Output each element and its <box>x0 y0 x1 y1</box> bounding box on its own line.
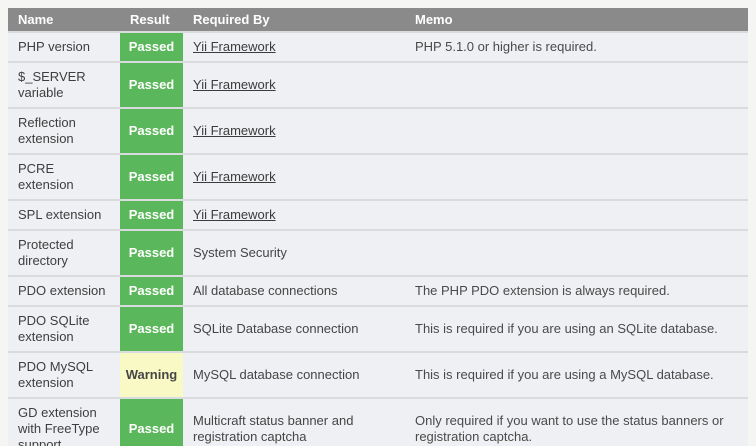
required-by-text: All database connections <box>193 283 338 298</box>
table-row: SPL extension Passed Yii Framework <box>8 200 748 230</box>
memo-cell <box>405 230 748 276</box>
required-by-cell: Yii Framework <box>183 32 405 62</box>
required-by-link[interactable]: Yii Framework <box>193 207 276 222</box>
memo-cell: This is required if you are using a MySQ… <box>405 352 748 398</box>
required-by-cell: Multicraft status banner and registratio… <box>183 398 405 446</box>
required-by-cell: Yii Framework <box>183 154 405 200</box>
header-result: Result <box>120 8 183 32</box>
memo-cell <box>405 154 748 200</box>
required-by-text: System Security <box>193 245 287 260</box>
header-name: Name <box>8 8 120 32</box>
requirement-name: PDO SQLite extension <box>8 306 120 352</box>
required-by-text: MySQL database connection <box>193 367 360 382</box>
required-by-cell: Yii Framework <box>183 62 405 108</box>
memo-cell: Only required if you want to use the sta… <box>405 398 748 446</box>
result-badge: Passed <box>120 62 183 108</box>
result-badge: Passed <box>120 154 183 200</box>
requirements-table: Name Result Required By Memo PHP version… <box>8 8 748 446</box>
header-row: Name Result Required By Memo <box>8 8 748 32</box>
memo-cell <box>405 200 748 230</box>
requirement-name: PDO extension <box>8 276 120 306</box>
result-badge: Warning <box>120 352 183 398</box>
required-by-cell: Yii Framework <box>183 108 405 154</box>
table-row: GD extension with FreeType support Passe… <box>8 398 748 446</box>
memo-cell <box>405 62 748 108</box>
required-by-text: SQLite Database connection <box>193 321 359 336</box>
result-badge: Passed <box>120 108 183 154</box>
requirement-name: $_SERVER variable <box>8 62 120 108</box>
required-by-cell: MySQL database connection <box>183 352 405 398</box>
table-header: Name Result Required By Memo <box>8 8 748 32</box>
result-badge: Passed <box>120 276 183 306</box>
result-badge: Passed <box>120 200 183 230</box>
requirement-name: PCRE extension <box>8 154 120 200</box>
required-by-cell: Yii Framework <box>183 200 405 230</box>
result-badge: Passed <box>120 306 183 352</box>
table-row: PDO MySQL extension Warning MySQL databa… <box>8 352 748 398</box>
result-badge: Passed <box>120 398 183 446</box>
result-badge: Passed <box>120 32 183 62</box>
table-row: $_SERVER variable Passed Yii Framework <box>8 62 748 108</box>
table-row: PDO extension Passed All database connec… <box>8 276 748 306</box>
memo-cell <box>405 108 748 154</box>
result-badge: Passed <box>120 230 183 276</box>
requirement-name: PHP version <box>8 32 120 62</box>
memo-cell: The PHP PDO extension is always required… <box>405 276 748 306</box>
required-by-cell: All database connections <box>183 276 405 306</box>
required-by-link[interactable]: Yii Framework <box>193 123 276 138</box>
required-by-cell: SQLite Database connection <box>183 306 405 352</box>
requirement-name: Reflection extension <box>8 108 120 154</box>
header-memo: Memo <box>405 8 748 32</box>
required-by-link[interactable]: Yii Framework <box>193 39 276 54</box>
memo-cell: PHP 5.1.0 or higher is required. <box>405 32 748 62</box>
header-required-by: Required By <box>183 8 405 32</box>
table-row: Reflection extension Passed Yii Framewor… <box>8 108 748 154</box>
table-row: PHP version Passed Yii Framework PHP 5.1… <box>8 32 748 62</box>
requirement-name: Protected directory <box>8 230 120 276</box>
requirement-name: GD extension with FreeType support <box>8 398 120 446</box>
required-by-link[interactable]: Yii Framework <box>193 77 276 92</box>
required-by-text: Multicraft status banner and registratio… <box>193 413 354 444</box>
table-row: PCRE extension Passed Yii Framework <box>8 154 748 200</box>
table-row: Protected directory Passed System Securi… <box>8 230 748 276</box>
requirement-name: PDO MySQL extension <box>8 352 120 398</box>
memo-cell: This is required if you are using an SQL… <box>405 306 748 352</box>
table-row: PDO SQLite extension Passed SQLite Datab… <box>8 306 748 352</box>
requirement-name: SPL extension <box>8 200 120 230</box>
required-by-cell: System Security <box>183 230 405 276</box>
required-by-link[interactable]: Yii Framework <box>193 169 276 184</box>
